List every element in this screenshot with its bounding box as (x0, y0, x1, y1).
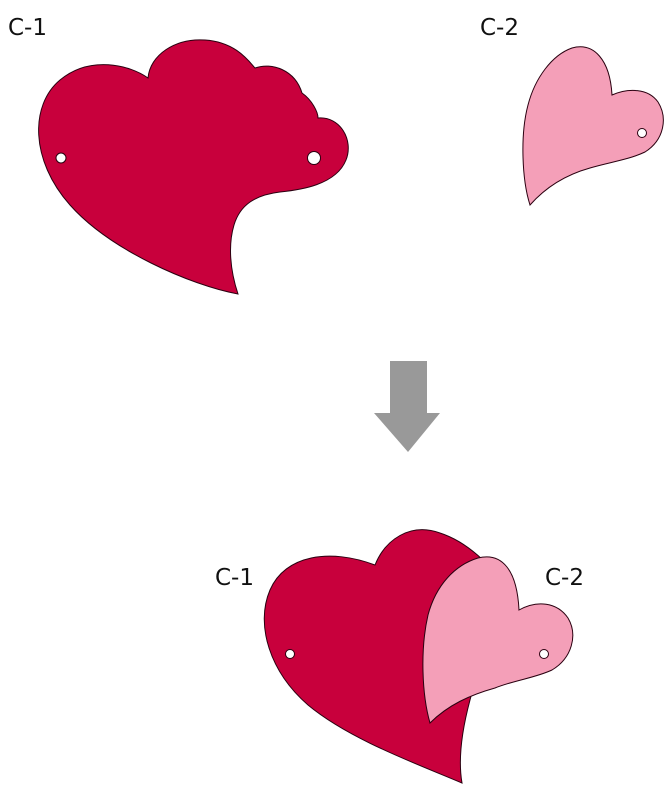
c2-hole (637, 128, 647, 138)
part-c2 (522, 46, 664, 206)
c2-heart-shape (522, 46, 664, 206)
c1-label: C-1 (8, 15, 47, 41)
assembled-c2 (422, 556, 574, 724)
assembled-c2-label: C-2 (545, 565, 584, 591)
part-c1 (38, 39, 349, 295)
c2-label: C-2 (480, 15, 519, 41)
c1-heart-shape (38, 39, 349, 295)
assembled-c1-label: C-1 (215, 565, 254, 591)
down-arrow-icon (374, 361, 440, 452)
c1-hole-right (307, 151, 321, 165)
assembled-c2-hole (539, 649, 549, 659)
assembled-c1-hole (285, 649, 295, 659)
assembled-c2-heart-shape (422, 556, 574, 724)
c1-hole-left (55, 152, 67, 164)
